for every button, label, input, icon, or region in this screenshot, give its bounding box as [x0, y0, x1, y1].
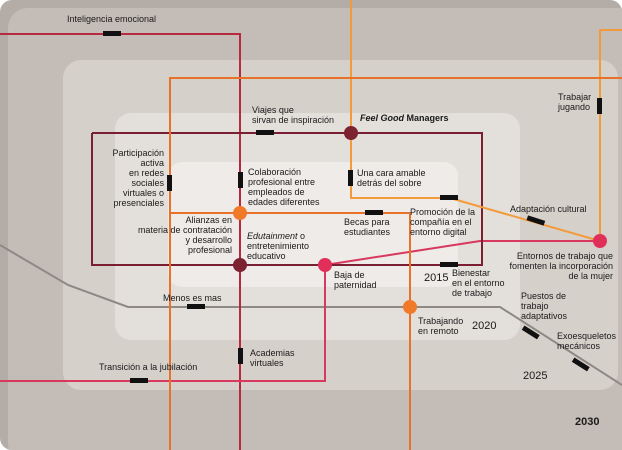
- station-trabajando: [403, 300, 417, 314]
- tick-trabajar-jugando: [597, 98, 602, 114]
- tick-adaptacion: [526, 215, 546, 226]
- tick-inteligencia: [103, 31, 121, 36]
- line-remote: [170, 212, 411, 450]
- tick-promocion: [440, 195, 458, 200]
- tick-viajes: [256, 130, 274, 135]
- label-feel-good: Feel Good Managers: [360, 113, 449, 123]
- year-2030: 2030: [575, 416, 600, 428]
- line-orange: [350, 0, 622, 243]
- tick-academias: [238, 348, 243, 364]
- station-feel-good: [344, 126, 358, 140]
- tick-participacion: [167, 175, 172, 191]
- year-2025: 2025: [523, 370, 548, 382]
- tick-cara-amable: [348, 170, 353, 186]
- tick-menos: [187, 304, 205, 309]
- label-inteligencia: Inteligencia emocional: [67, 14, 157, 24]
- label-menos: Menos es mas: [163, 293, 222, 303]
- line-grey: [0, 244, 622, 386]
- tick-puestos: [521, 325, 540, 340]
- station-baja: [318, 258, 332, 272]
- station-edutainment: [233, 258, 247, 272]
- tick-transicion: [130, 378, 148, 383]
- tick-colaboracion: [238, 172, 243, 188]
- line-red: [0, 33, 241, 450]
- station-entornos: [593, 234, 607, 248]
- tick-exoesqueletos: [571, 357, 590, 372]
- year-2020: 2020: [472, 320, 497, 332]
- line-dark-orange: [169, 77, 622, 450]
- year-2015: 2015: [424, 272, 449, 284]
- label-transicion: Transición a la jubilación: [99, 362, 198, 372]
- tick-becas: [365, 210, 383, 215]
- tick-bienestar: [440, 262, 458, 267]
- label-adaptacion: Adaptación cultural: [510, 204, 587, 214]
- station-alianzas: [233, 206, 247, 220]
